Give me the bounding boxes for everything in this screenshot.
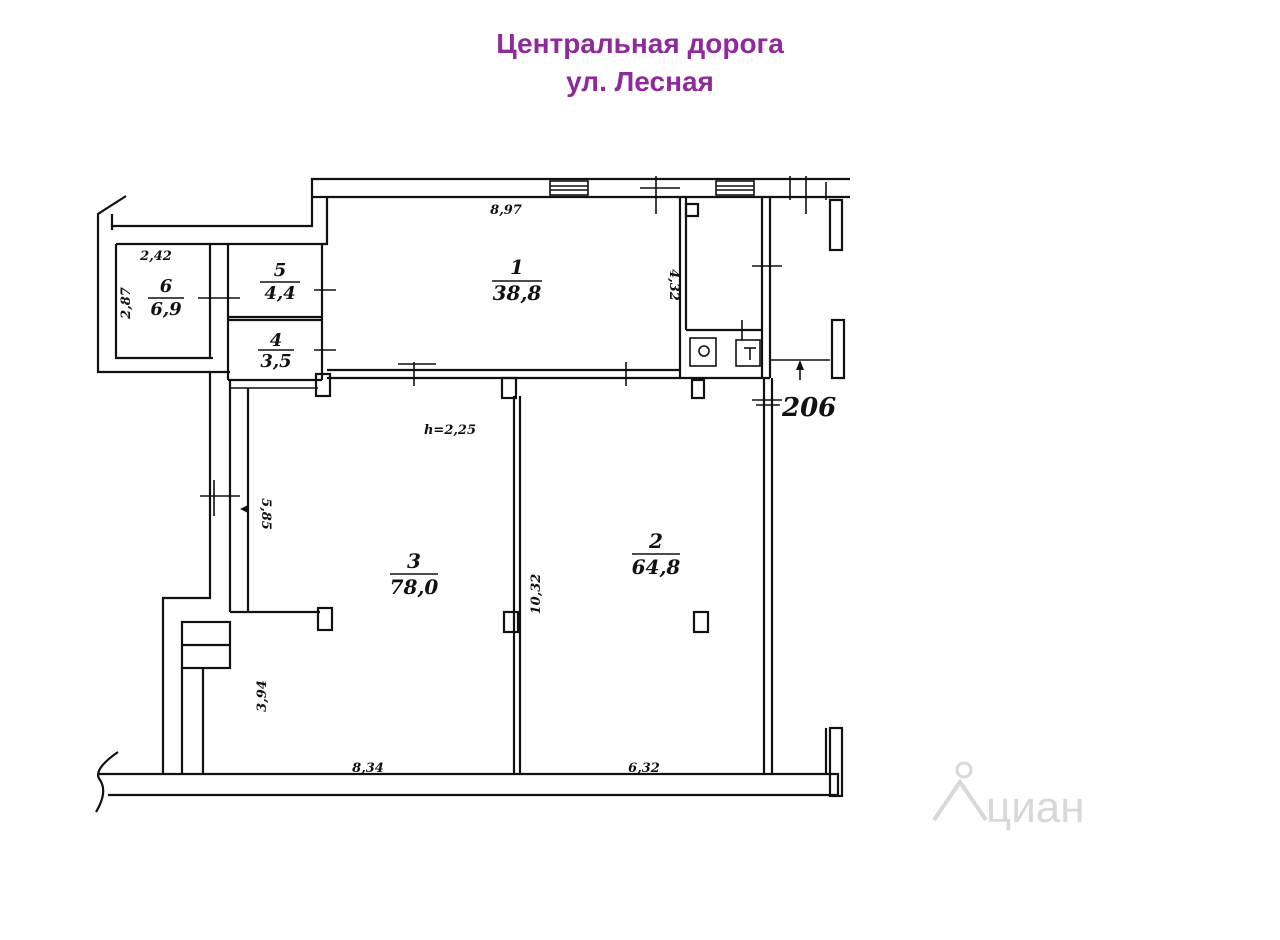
column <box>692 610 710 634</box>
dim-room1-depth: 4,32 <box>666 269 681 301</box>
dim-room3-lower-side: 3,94 <box>255 680 270 712</box>
watermark: циан <box>932 761 1085 832</box>
room-2-label: 2 64,8 <box>632 529 681 579</box>
entrance-mark: 206 <box>781 393 836 423</box>
svg-text:6,9: 6,9 <box>150 299 182 320</box>
dim-partition-length: 10,32 <box>529 574 544 615</box>
sink-fixture <box>735 339 761 367</box>
svg-text:4,4: 4,4 <box>264 283 295 304</box>
svg-text:38,8: 38,8 <box>493 281 542 305</box>
dim-room1-width: 8,97 <box>490 203 522 218</box>
dim-room6-width: 2,42 <box>139 249 172 264</box>
svg-text:5: 5 <box>274 260 287 281</box>
svg-text:6: 6 <box>160 276 173 297</box>
room-4-label: 4 3,5 <box>258 330 294 372</box>
street-caption-main: Центральная дорога <box>496 28 784 59</box>
svg-text:64,8: 64,8 <box>632 555 681 579</box>
facade-windows <box>549 176 844 252</box>
dim-room3-upper-side: 5,85 <box>258 498 273 530</box>
svg-text:3: 3 <box>407 549 421 573</box>
dim-room6-depth: 2,87 <box>119 287 134 320</box>
room-3-label: 3 78,0 <box>390 549 439 599</box>
room-6-label: 6 6,9 <box>148 276 184 320</box>
dim-room3-bottom: 8,34 <box>352 761 384 776</box>
street-caption-secondary: ул. Лесная <box>566 66 714 97</box>
svg-text:1: 1 <box>510 255 524 279</box>
room-1-label: 1 38,8 <box>492 255 542 305</box>
svg-text:78,0: 78,0 <box>390 575 439 599</box>
watermark-text: циан <box>986 783 1085 832</box>
entrance-arrows <box>240 360 804 513</box>
svg-text:3,5: 3,5 <box>260 351 291 372</box>
exterior-walls <box>95 177 850 813</box>
ceiling-height: h=2,25 <box>424 423 476 438</box>
toilet-fixture <box>689 337 717 367</box>
svg-text:2: 2 <box>648 529 663 553</box>
dim-room2-bottom: 6,32 <box>628 761 660 776</box>
room-5-label: 5 4,4 <box>260 260 300 304</box>
svg-text:4: 4 <box>270 330 283 351</box>
interior-partitions <box>198 197 846 774</box>
